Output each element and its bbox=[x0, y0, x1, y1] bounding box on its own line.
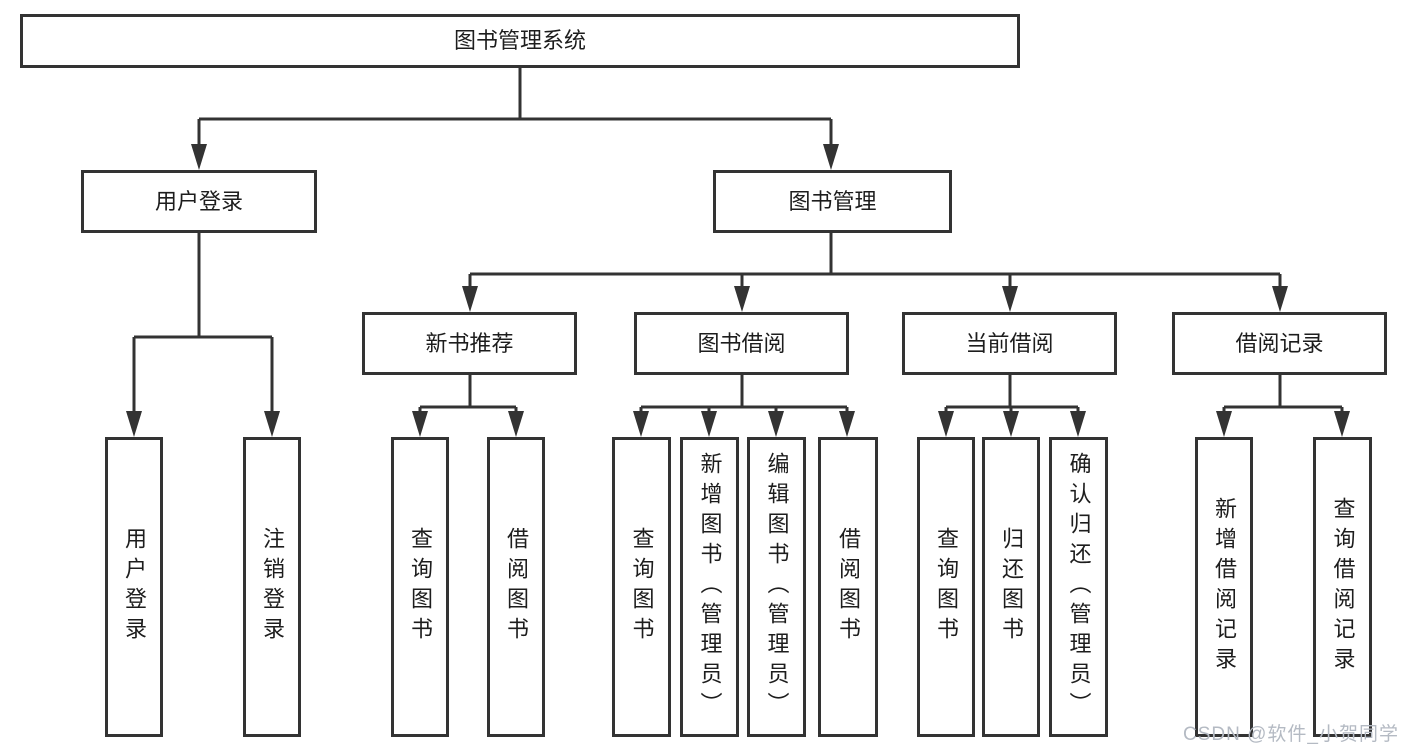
connector-book-borrowing bbox=[639, 375, 849, 417]
leaf-add-borrow-record: 新增借阅记录 bbox=[1195, 437, 1253, 737]
connector-root bbox=[197, 68, 833, 150]
csdn-watermark: CSDN @软件_小贺同学 bbox=[1183, 724, 1399, 745]
leaf-borrow-books-recommend: 借阅图书 bbox=[487, 437, 545, 737]
leaf-logout: 注销登录 bbox=[243, 437, 301, 737]
connector-user-login bbox=[132, 233, 274, 417]
arrow-down-icon bbox=[1334, 411, 1350, 437]
arrow-down-icon bbox=[126, 411, 142, 437]
leaf-borrow-books-borrowing: 借阅图书 bbox=[818, 437, 878, 737]
arrow-down-icon bbox=[508, 411, 524, 437]
arrow-down-icon bbox=[462, 286, 478, 312]
leaf-user-login: 用户登录 bbox=[105, 437, 163, 737]
arrow-down-icon bbox=[839, 411, 855, 437]
leaf-query-borrow-record: 查询借阅记录 bbox=[1313, 437, 1372, 737]
arrow-down-icon bbox=[734, 286, 750, 312]
arrowheads bbox=[126, 144, 1350, 437]
arrow-down-icon bbox=[1272, 286, 1288, 312]
arrow-down-icon bbox=[768, 411, 784, 437]
arrow-down-icon bbox=[1003, 411, 1019, 437]
arrow-down-icon bbox=[1002, 286, 1018, 312]
leaf-query-books-recommend: 查询图书 bbox=[391, 437, 449, 737]
arrow-down-icon bbox=[1216, 411, 1232, 437]
node-user-login: 用户登录 bbox=[81, 170, 317, 233]
arrow-down-icon bbox=[633, 411, 649, 437]
node-book-borrowing: 图书借阅 bbox=[634, 312, 849, 375]
connector-new-book-recommend bbox=[418, 375, 518, 417]
connector-book-management bbox=[468, 233, 1282, 292]
node-borrowing-records: 借阅记录 bbox=[1172, 312, 1387, 375]
leaf-query-books-current: 查询图书 bbox=[917, 437, 975, 737]
arrow-down-icon bbox=[938, 411, 954, 437]
node-current-borrowing: 当前借阅 bbox=[902, 312, 1117, 375]
arrow-down-icon bbox=[264, 411, 280, 437]
leaf-query-books-borrowing: 查询图书 bbox=[612, 437, 671, 737]
connector-current-borrowing bbox=[944, 375, 1080, 417]
arrow-down-icon bbox=[701, 411, 717, 437]
node-library-management-system: 图书管理系统 bbox=[20, 14, 1020, 68]
connector-borrowing-records bbox=[1222, 375, 1344, 417]
arrow-down-icon bbox=[412, 411, 428, 437]
node-new-book-recommend: 新书推荐 bbox=[362, 312, 577, 375]
leaf-confirm-return-admin: 确认归还（管理员） bbox=[1049, 437, 1108, 737]
leaf-return-book: 归还图书 bbox=[982, 437, 1040, 737]
arrow-down-icon bbox=[191, 144, 207, 170]
leaf-add-book-admin: 新增图书（管理员） bbox=[680, 437, 739, 737]
arrow-down-icon bbox=[823, 144, 839, 170]
leaf-edit-book-admin: 编辑图书（管理员） bbox=[747, 437, 806, 737]
node-book-management: 图书管理 bbox=[713, 170, 952, 233]
arrow-down-icon bbox=[1070, 411, 1086, 437]
